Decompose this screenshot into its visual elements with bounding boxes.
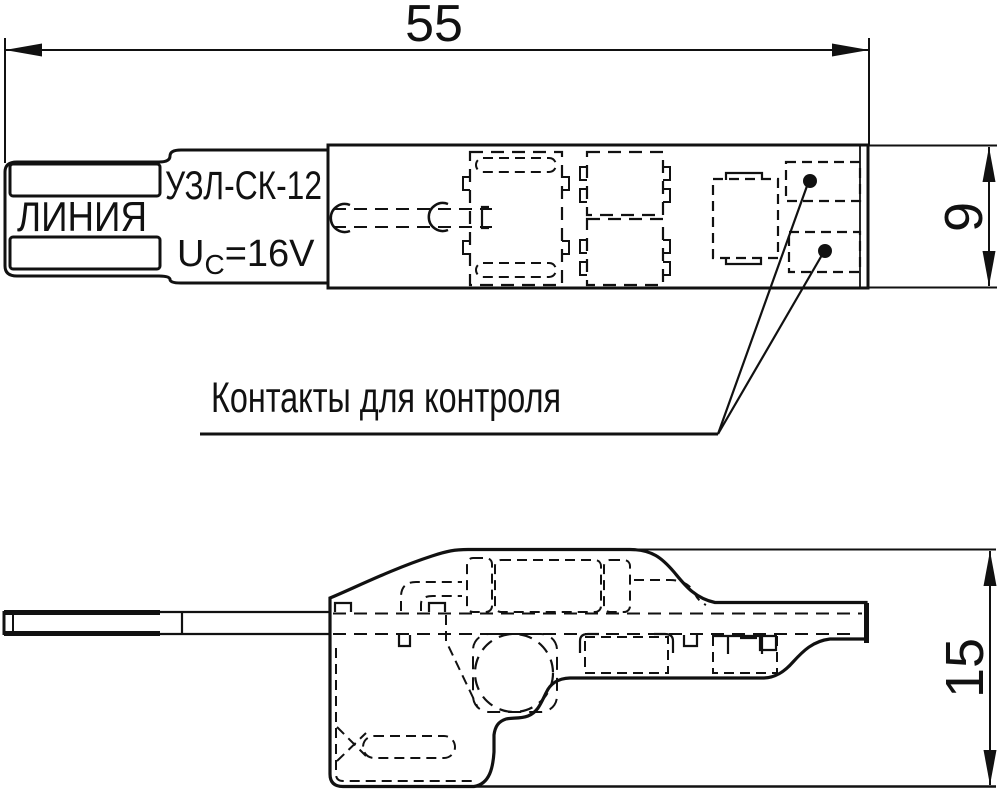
- side-tab-under-left: [397, 635, 412, 648]
- side-blade-terminal: [2, 610, 330, 636]
- component-large-outline: [468, 150, 564, 287]
- voltage-u: U: [177, 233, 204, 275]
- test-contact-pad-bottom: [787, 230, 862, 274]
- side-tab-under-right: [740, 636, 778, 652]
- component-large-pill-bottom: [475, 262, 557, 278]
- line-label: ЛИНИЯ: [17, 193, 147, 240]
- side-tab-under-mid: [682, 635, 699, 648]
- dim-55-value: 55: [405, 0, 463, 53]
- side-top-cavity-2: [494, 559, 602, 613]
- lead-clip-right: [427, 201, 449, 233]
- side-top-cavity-1: [466, 557, 493, 613]
- dim-9-arrow-bottom: [982, 251, 996, 286]
- side-top-cavity-curve: [634, 579, 707, 606]
- side-diagonal-rib: [445, 615, 479, 709]
- dim-15-arrow-bottom: [983, 750, 997, 785]
- dim-55-arrow-right: [832, 43, 869, 57]
- test-contact-dot-bottom: [818, 244, 832, 258]
- component-tabbed-outline: [711, 177, 780, 260]
- model-label: УЗЛ-СК-12: [165, 164, 322, 208]
- side-inner-wall: [335, 648, 472, 782]
- component-large-lead-bracket: [480, 205, 489, 230]
- side-wire-cross-2: [336, 732, 367, 762]
- side-component-right: [712, 635, 778, 674]
- side-top-cavity-3: [603, 559, 631, 613]
- side-component-left-bracket-l: [578, 632, 599, 653]
- component-square-bottom: [585, 217, 665, 287]
- side-duct-outer: [400, 581, 462, 611]
- side-bump-left: [333, 601, 353, 612]
- dim-9-value: 9: [934, 202, 994, 232]
- side-wire-loop: [362, 735, 456, 759]
- component-square-notches: [579, 166, 671, 276]
- callout-leader-line-top: [716, 185, 809, 435]
- dim-15-arrow-top: [983, 551, 997, 586]
- side-body-outline: [328, 547, 868, 789]
- side-duct-inner: [420, 595, 462, 611]
- component-tabbed-tab-top: [724, 171, 764, 180]
- side-coil-circle: [473, 632, 555, 714]
- callout-text: Контакты для контроля: [211, 374, 561, 422]
- callout-leader-line-bottom: [717, 254, 823, 435]
- voltage-subscript: C: [204, 249, 224, 280]
- lead-clip-left: [329, 202, 351, 234]
- side-bump-right: [427, 601, 447, 612]
- component-large-notches: [462, 176, 570, 255]
- callout-test-contacts: Контакты для контроля: [200, 185, 823, 436]
- test-contact-pad-top: [784, 160, 862, 203]
- side-coil-housing: [472, 633, 558, 713]
- dimension-9: 9: [866, 144, 997, 289]
- test-contact-dot-top: [803, 174, 817, 188]
- dim-55-arrow-left: [5, 43, 42, 57]
- component-square-top: [585, 150, 665, 217]
- side-component-left-bracket-r: [654, 632, 675, 653]
- terminal-tab-outline: [3, 148, 328, 285]
- dim-15-value: 15: [935, 638, 995, 698]
- dim-9-arrow-top: [982, 147, 996, 182]
- component-large-pill-top: [475, 157, 557, 173]
- side-wire-cross-1: [336, 726, 367, 757]
- side-internal-detail: [333, 557, 862, 782]
- component-tabbed-tab-bottom: [724, 257, 763, 266]
- voltage-label: UC=16V: [177, 233, 315, 280]
- dimension-55: 55: [4, 0, 870, 163]
- line-contact-slot-top: [8, 162, 162, 198]
- side-component-left: [584, 636, 669, 674]
- dimension-15: 15: [470, 548, 997, 788]
- top-view: 55 ЛИНИЯ УЗЛ-СК-12 UC=16V: [3, 0, 997, 436]
- voltage-rest: =16V: [225, 233, 315, 275]
- line-contact-slot-bottom: [8, 235, 162, 271]
- side-view: 15: [2, 547, 997, 789]
- device-body-outline: [326, 143, 870, 290]
- body-internal-components: [329, 150, 862, 287]
